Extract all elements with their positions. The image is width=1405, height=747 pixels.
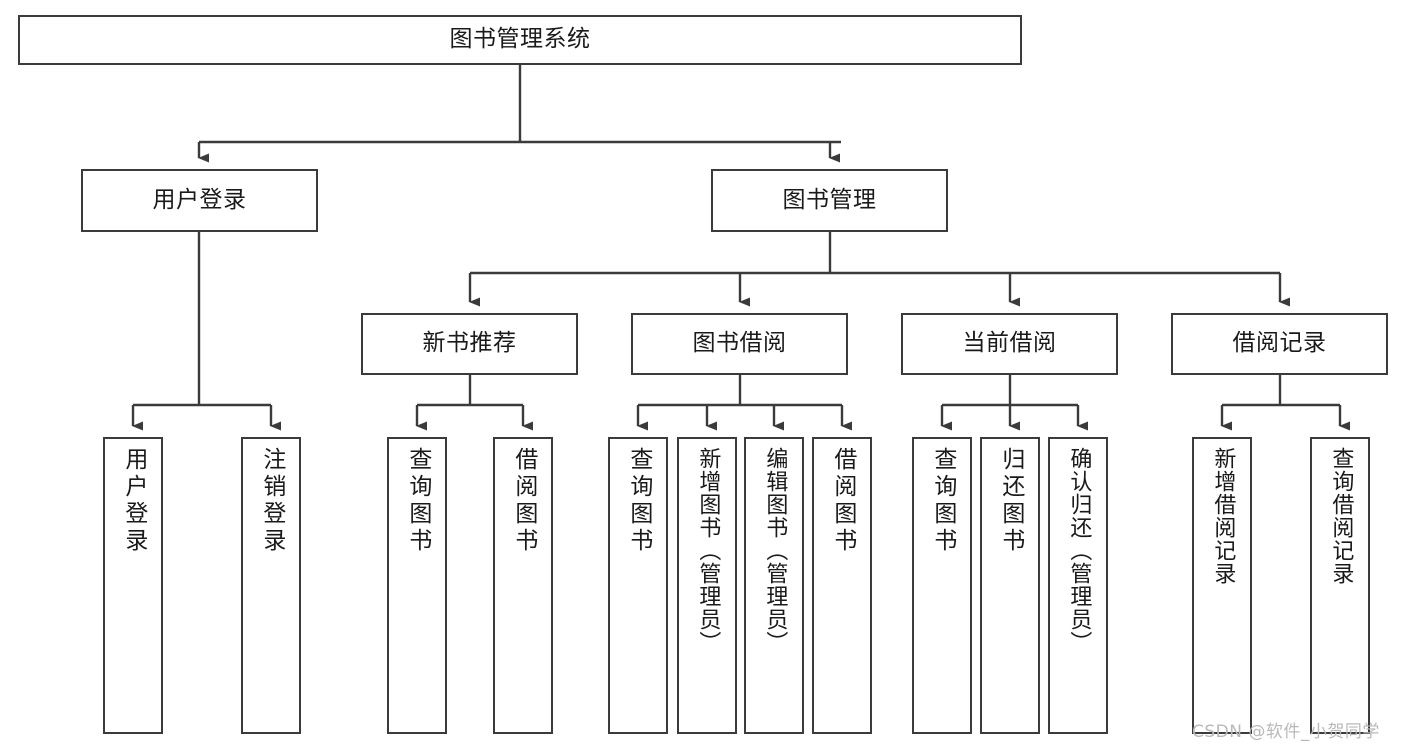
leaf-current-query-book[interactable]: 查询图书	[912, 437, 972, 734]
node-label: 查询图书	[625, 447, 652, 555]
node-label: 借阅图书	[510, 447, 537, 555]
node-new-book-recommend[interactable]: 新书推荐	[361, 313, 578, 375]
leaf-borrow-query-book[interactable]: 查询图书	[608, 437, 668, 734]
leaf-borrow-borrow-book[interactable]: 借阅图书	[812, 437, 872, 734]
leaf-new-book-borrow[interactable]: 借阅图书	[493, 437, 553, 734]
leaf-user-login-signin[interactable]: 用户登录	[103, 437, 163, 734]
node-label: 借阅图书	[829, 447, 856, 555]
node-book-management[interactable]: 图书管理	[711, 169, 948, 232]
leaf-current-confirm-return-admin[interactable]: 确认归还（管理员）	[1048, 437, 1108, 734]
leaf-record-query-borrow-record[interactable]: 查询借阅记录	[1310, 437, 1370, 734]
node-borrow-record[interactable]: 借阅记录	[1171, 313, 1388, 375]
leaf-current-return-book[interactable]: 归还图书	[980, 437, 1040, 734]
node-label: 编辑图书（管理员）	[762, 447, 788, 654]
leaf-record-add-borrow-record[interactable]: 新增借阅记录	[1192, 437, 1252, 734]
node-label: 查询借阅记录	[1328, 447, 1354, 585]
node-current-borrow[interactable]: 当前借阅	[901, 313, 1118, 375]
watermark-text: CSDN @软件_小贺同学	[1192, 722, 1380, 742]
node-label: 用户登录	[120, 447, 147, 555]
leaf-new-book-query[interactable]: 查询图书	[387, 437, 447, 734]
node-user-login[interactable]: 用户登录	[81, 169, 318, 232]
node-label: 注销登录	[258, 447, 285, 555]
leaf-borrow-add-book-admin[interactable]: 新增图书（管理员）	[677, 437, 737, 734]
node-label: 用户登录	[152, 186, 247, 213]
node-label: 查询图书	[929, 447, 956, 555]
node-label: 归还图书	[997, 447, 1024, 555]
leaf-user-login-signout[interactable]: 注销登录	[241, 437, 301, 734]
node-label: 确认归还（管理员）	[1066, 447, 1092, 654]
node-label: 新书推荐	[422, 330, 517, 357]
node-label: 当前借阅	[962, 330, 1057, 357]
leaf-borrow-edit-book-admin[interactable]: 编辑图书（管理员）	[744, 437, 804, 734]
node-label: 新增图书（管理员）	[695, 447, 721, 654]
node-label: 借阅记录	[1232, 330, 1327, 357]
node-book-borrow[interactable]: 图书借阅	[631, 313, 848, 375]
node-label: 图书管理	[782, 186, 877, 213]
node-root-book-management-system[interactable]: 图书管理系统	[18, 15, 1022, 65]
node-label: 图书管理系统	[449, 26, 591, 53]
node-label: 新增借阅记录	[1210, 447, 1236, 585]
node-label: 图书借阅	[692, 330, 787, 357]
node-label: 查询图书	[404, 447, 431, 555]
